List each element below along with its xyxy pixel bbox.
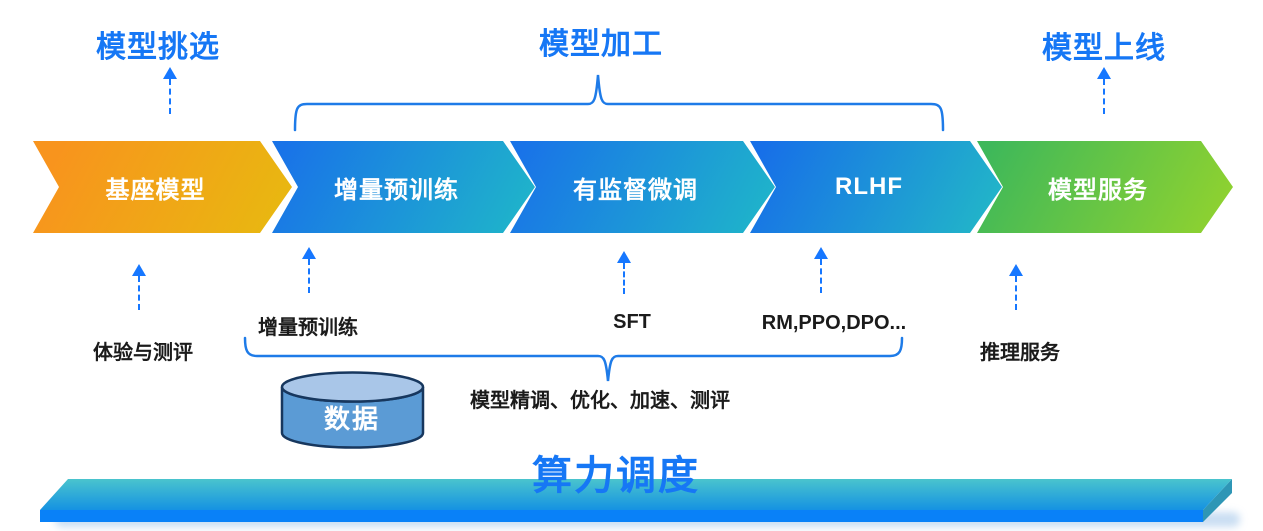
- dashed-up-arrow-rlhf-note: [814, 247, 828, 293]
- platform-front-face: [40, 510, 1203, 522]
- arrow-head-icon: [1097, 67, 1111, 79]
- arrow-stem: [138, 276, 140, 310]
- tuning-brace: [243, 336, 904, 382]
- note-serving: 推理服务: [980, 342, 1060, 364]
- stage-incremental-pretraining: 增量预训练: [272, 141, 535, 233]
- phase-label-model-processing: 模型加工: [539, 28, 663, 61]
- stage-label: 模型服务: [1048, 176, 1148, 204]
- platform-shadow: [55, 512, 1240, 527]
- arrow-head-icon: [302, 247, 316, 259]
- data-cylinder-label: 数据: [323, 404, 381, 434]
- phase-label-model-selection: 模型挑选: [96, 31, 220, 64]
- stage-base-model: 基座模型: [33, 141, 292, 233]
- stage-model-serving: 模型服务: [977, 141, 1233, 233]
- stage-supervised-finetuning: 有监督微调: [510, 141, 775, 233]
- arrow-stem: [1015, 276, 1017, 310]
- stage-label: RLHF: [835, 173, 903, 200]
- stage-rlhf: RLHF: [750, 141, 1002, 233]
- phase-label-model-launch: 模型上线: [1042, 32, 1166, 65]
- arrow-stem: [1103, 79, 1105, 114]
- compute-scheduling-label: 算力调度: [532, 454, 700, 498]
- arrow-head-icon: [132, 264, 146, 276]
- stage-label: 有监督微调: [573, 176, 698, 204]
- platform-right-face: [1203, 479, 1232, 522]
- arrow-stem: [623, 263, 625, 294]
- note-base-model: 体验与测评: [93, 342, 193, 364]
- arrow-stem: [820, 259, 822, 293]
- note-tuning-summary: 模型精调、优化、加速、测评: [470, 390, 730, 412]
- dashed-up-arrow-serving-note: [1009, 264, 1023, 310]
- model-processing-brace: [293, 74, 945, 132]
- dashed-up-arrow-cpt-note: [302, 247, 316, 293]
- arrow-stem: [308, 259, 310, 293]
- stage-label: 增量预训练: [334, 176, 459, 204]
- arrow-head-icon: [814, 247, 828, 259]
- arrow-head-icon: [1009, 264, 1023, 276]
- arrow-head-icon: [617, 251, 631, 263]
- arrow-head-icon: [163, 67, 177, 79]
- data-cylinder-top: [280, 371, 425, 403]
- stage-label: 基座模型: [105, 176, 206, 204]
- note-sft: SFT: [613, 311, 651, 333]
- arrow-stem: [169, 79, 171, 114]
- note-incremental-pretraining: 增量预训练: [258, 317, 358, 339]
- dashed-up-arrow-model-launch: [1097, 67, 1111, 114]
- dashed-up-arrow-model-selection: [163, 67, 177, 114]
- dashed-up-arrow-sft-note: [617, 251, 631, 294]
- note-rlhf: RM,PPO,DPO...: [761, 312, 907, 334]
- dashed-up-arrow-base-model-note: [132, 264, 146, 310]
